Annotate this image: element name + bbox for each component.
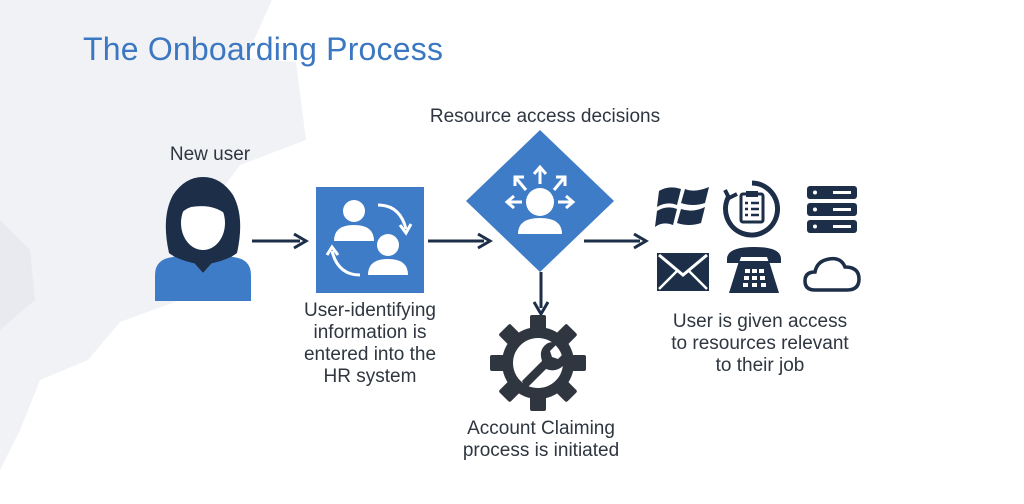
arrow-right-icon: [584, 232, 649, 250]
hr-step-label: User-identifying information is entered …: [303, 300, 437, 387]
server-icon: [807, 186, 857, 233]
decision-diamond-icon: [466, 130, 614, 272]
windows-icon: [655, 187, 709, 227]
gear-wrench-icon: [490, 315, 586, 411]
user-exchange-icon: [316, 187, 424, 293]
new-user-label: New user: [169, 144, 251, 165]
account-claiming-label: Account Claiming process is initiated: [462, 418, 620, 461]
resource-decisions-label: Resource access decisions: [429, 106, 661, 127]
user-avatar-icon: [155, 177, 251, 301]
access-given-label: User is given access to resources releva…: [671, 311, 849, 376]
mail-icon: [657, 253, 709, 291]
telephone-icon: [727, 247, 781, 293]
arrow-right-icon: [252, 232, 309, 250]
arrow-right-icon: [428, 232, 493, 250]
arrow-down-icon: [532, 272, 550, 317]
page-title: The Onboarding Process: [83, 31, 444, 67]
cloud-icon: [803, 256, 861, 292]
checklist-cycle-icon: [723, 180, 780, 238]
